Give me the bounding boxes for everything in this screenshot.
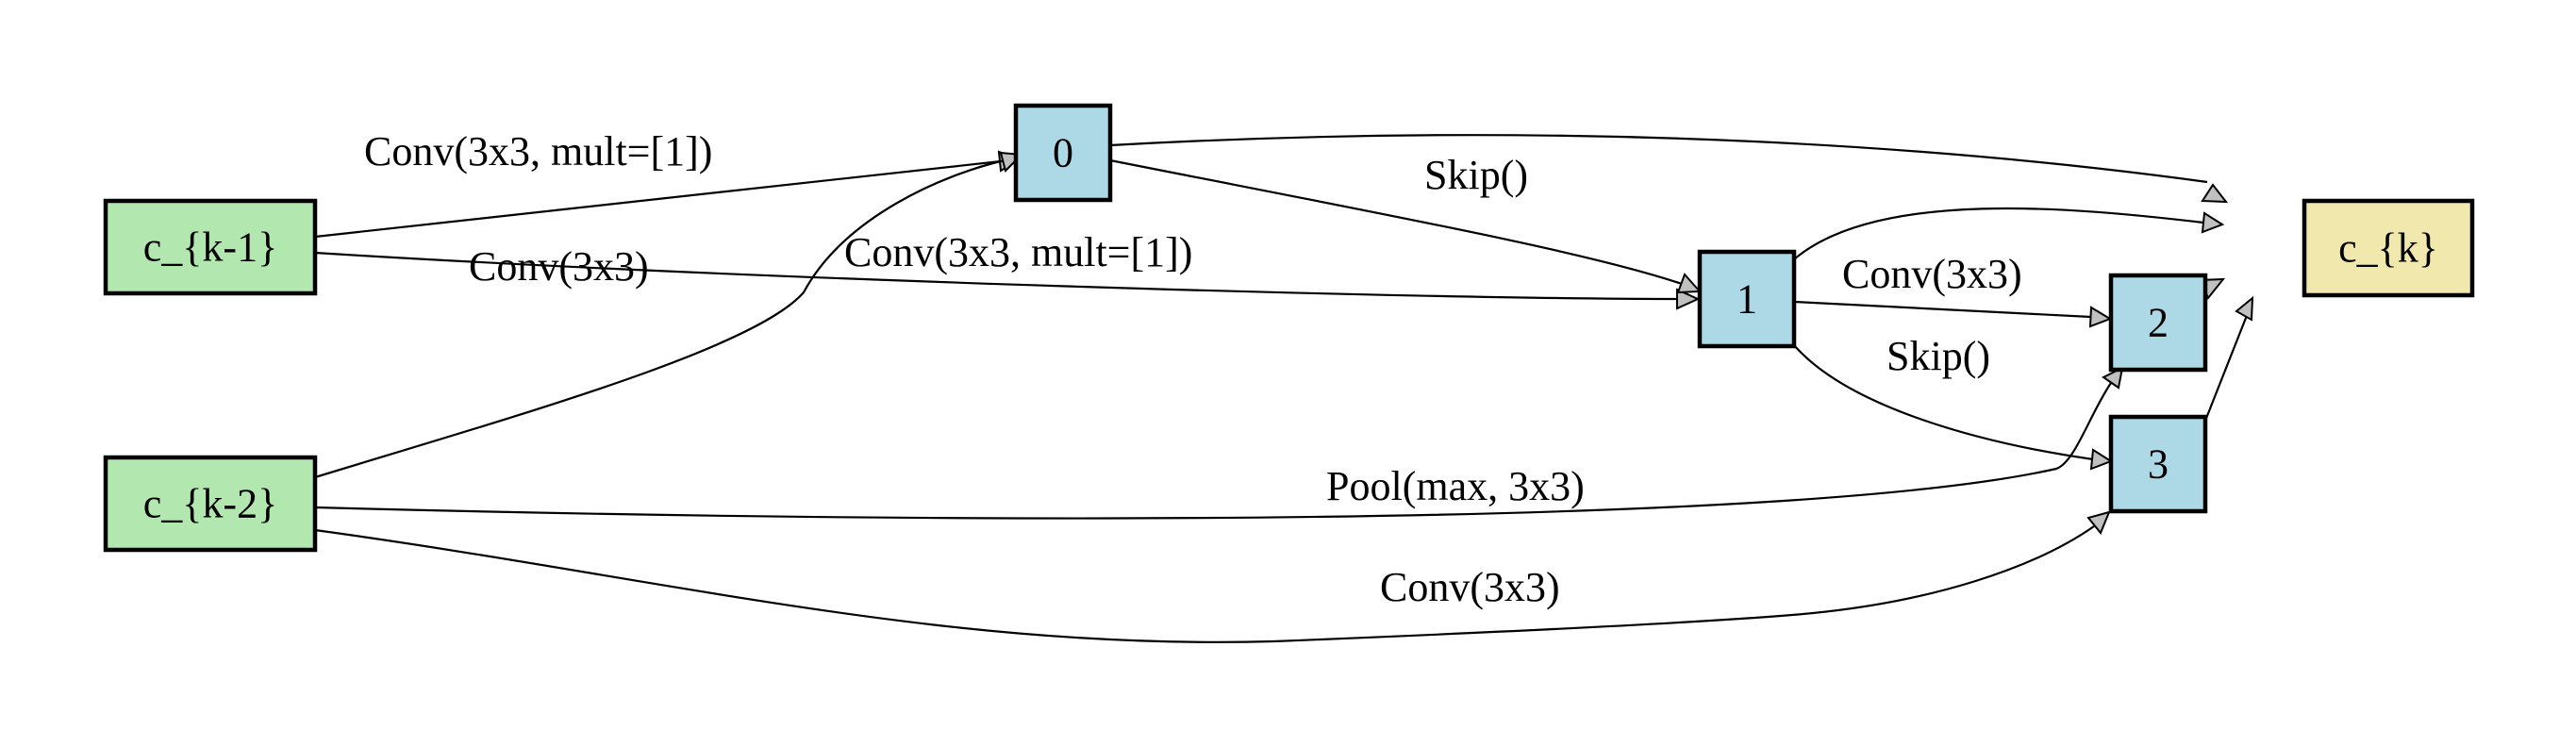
edge-label-ck2-to-3: Conv(3x3) (1380, 564, 1560, 610)
node-0-box (1013, 103, 1113, 203)
node-ck-label: c_{k} (2338, 225, 2438, 272)
edge-ck1-to-1 (314, 251, 1701, 310)
edge-label-1-to-2: Conv(3x3) (1842, 251, 2022, 297)
edge-ck2-to-3 (314, 510, 2111, 643)
node-3-label: 3 (2148, 441, 2169, 488)
node-ck: c_{k} (2302, 198, 2475, 298)
node-2-box (2108, 273, 2208, 373)
node-ck1: c_{k-1} (103, 198, 318, 296)
node-1-box (1697, 249, 1797, 349)
edge-label-ck1-to-0: Conv(3x3, mult=[1]) (364, 128, 712, 174)
edge-1-to-2 (1793, 300, 2113, 328)
node-3: 3 (2108, 414, 2208, 514)
edge-3-to-ck (2203, 295, 2254, 422)
node-2: 2 (2108, 273, 2208, 373)
node-ck-box (2302, 198, 2475, 298)
node-ck1-label: c_{k-1} (143, 224, 277, 271)
edge-label-ck1-to-1: Conv(3x3) (469, 243, 649, 290)
edge-ck2-to-0 (314, 151, 1024, 479)
node-0: 0 (1013, 103, 1113, 203)
edge-1-to-ck (1793, 207, 2225, 260)
edge-ck2-to-2 (314, 366, 2124, 520)
node-ck1-box (103, 198, 318, 296)
node-1: 1 (1697, 249, 1797, 349)
node-ck2-box (103, 455, 318, 553)
node-ck2-label: c_{k-2} (143, 481, 277, 527)
node-0-label: 0 (1053, 130, 1073, 176)
edge-0-to-1 (1109, 158, 1703, 294)
edge-label-1-to-3: Skip() (1886, 333, 1990, 379)
edge-0-to-ck (1109, 134, 2229, 204)
node-1-label: 1 (1737, 276, 1757, 323)
node-ck2: c_{k-2} (103, 455, 318, 553)
node-2-label: 2 (2148, 300, 2169, 346)
edge-1-to-3 (1793, 344, 2114, 471)
node-3-box (2108, 414, 2208, 514)
edge-label-0-to-1: Skip() (1424, 152, 1528, 198)
edge-label-ck2-to-0: Conv(3x3, mult=[1]) (844, 229, 1192, 275)
edge-label-ck2-to-2: Pool(max, 3x3) (1326, 463, 1585, 509)
